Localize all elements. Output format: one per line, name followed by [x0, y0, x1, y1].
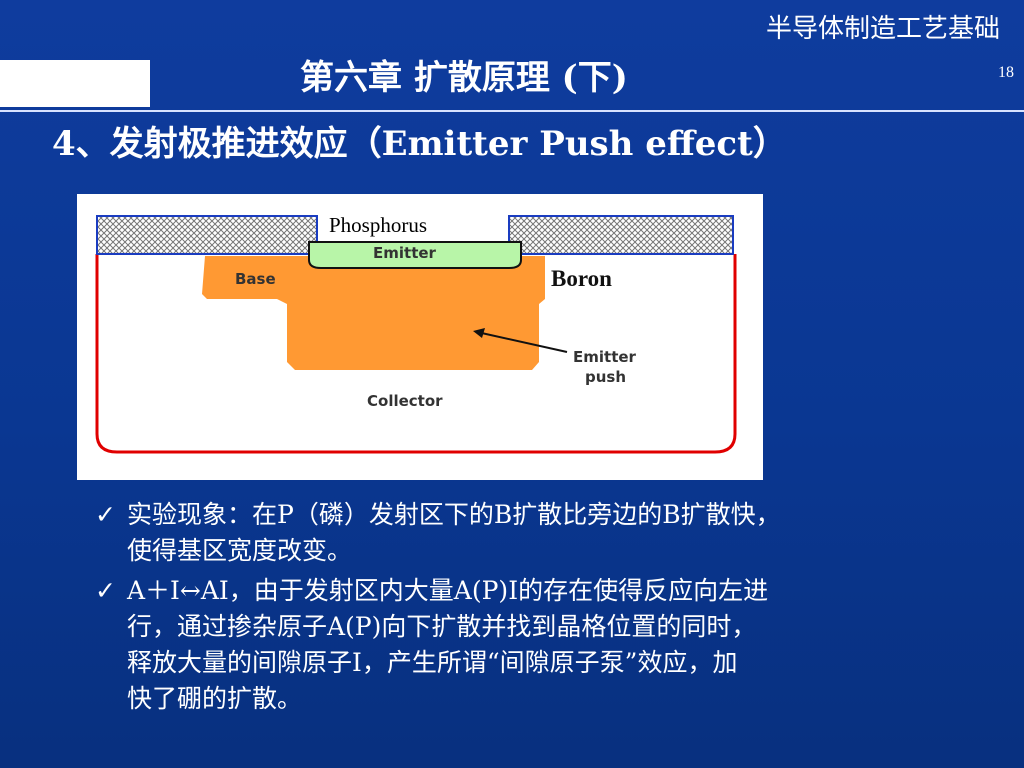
base-region [202, 256, 545, 370]
base-label: Base [235, 270, 276, 288]
collector-region [95, 254, 737, 454]
bullet-text: A＋I↔AI，由于发射区内大量A(P)I的存在使得反应向左进 [127, 576, 769, 605]
bullet-text: 行，通过掺杂原子A(P)向下扩散并找到晶格位置的同时， [127, 612, 757, 641]
mask-right [508, 215, 734, 255]
divider [0, 110, 1024, 112]
check-icon: ✓ [95, 576, 116, 605]
bullet-item: ✓ A＋I↔AI，由于发射区内大量A(P)I的存在使得反应向左进 行，通过掺杂原… [95, 573, 1005, 717]
bullet-text: 实验现象：在P（磷）发射区下的B扩散比旁边的B扩散快， [127, 500, 781, 529]
emitter-region [308, 241, 522, 269]
boron-label: Boron [551, 266, 612, 291]
emitter-push-label: Emitter [573, 348, 637, 366]
emitter-push-arrow [476, 331, 568, 353]
section-heading: 4、发射极推进效应（Emitter Push effect） [52, 124, 787, 164]
page-number: 18 [998, 64, 1014, 81]
collector-label: Collector [367, 392, 443, 410]
emitter-push-label-2: push [585, 368, 626, 386]
bullet-text: 快了硼的扩散。 [127, 684, 303, 713]
emitter-push-diagram: Phosphorus Emitter Base Boron Emitter pu… [77, 194, 763, 480]
check-icon: ✓ [95, 500, 116, 529]
course-title: 半导体制造工艺基础 [765, 14, 1000, 44]
phosphorus-label: Phosphorus [329, 213, 427, 237]
emitter-label: Emitter [373, 244, 437, 262]
bullet-text: 释放大量的间隙原子I，产生所谓“间隙原子泵”效应，加 [127, 648, 738, 677]
chapter-title: 第六章 扩散原理 (下) [300, 58, 628, 98]
bullet-text: 使得基区宽度改变。 [127, 536, 353, 565]
mask-left [96, 215, 318, 255]
logo-placeholder [0, 60, 150, 107]
bullet-item: ✓ 实验现象：在P（磷）发射区下的B扩散比旁边的B扩散快， 使得基区宽度改变。 [95, 497, 1005, 569]
bullet-list: ✓ 实验现象：在P（磷）发射区下的B扩散比旁边的B扩散快， 使得基区宽度改变。 … [95, 497, 1005, 721]
